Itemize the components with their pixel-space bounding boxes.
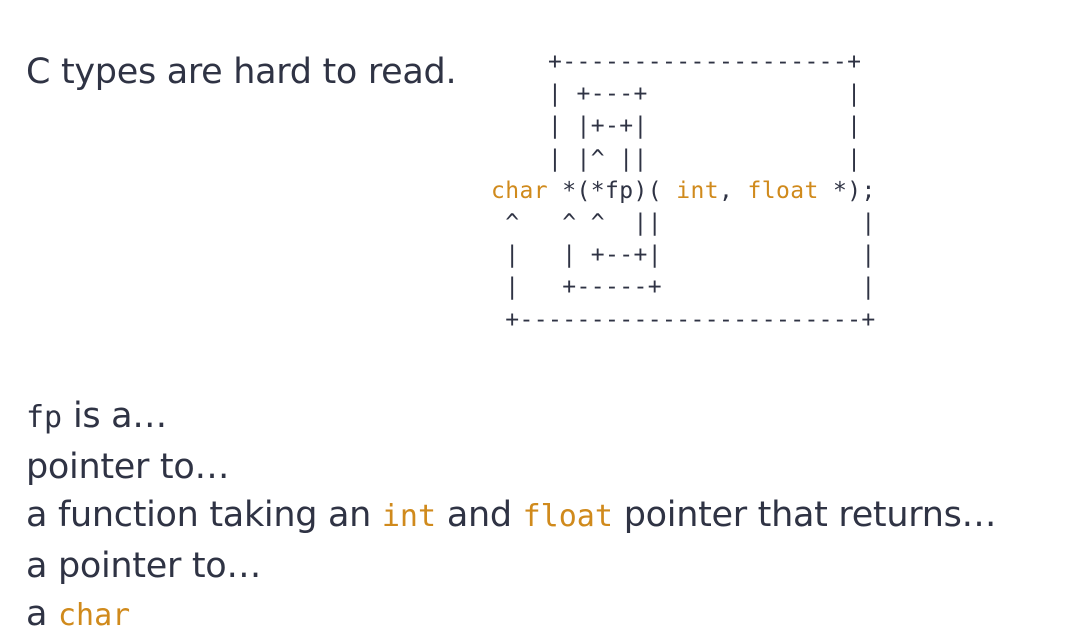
slide-heading: C types are hard to read.: [26, 52, 457, 92]
code-int: int: [381, 499, 437, 534]
explanation-text: pointer that returns…: [612, 495, 997, 535]
declaration-line: char *(*fp)( int, float *);: [491, 178, 876, 204]
diagram-line: | |+-+| |: [491, 113, 862, 140]
code-char: char: [57, 598, 131, 633]
type-float: float: [747, 177, 819, 204]
type-char: char: [491, 177, 548, 204]
explanation-line-3: a function taking an int and float point…: [26, 491, 997, 542]
code-float: float: [522, 499, 613, 534]
code-fp: fp: [26, 400, 63, 435]
explanation-line-4: a pointer to…: [26, 542, 996, 591]
diagram-line: +------------------------+: [491, 306, 876, 333]
declaration-end: *);: [818, 177, 876, 204]
diagram-line: ^ ^ ^ || |: [491, 210, 876, 237]
explanation-text: a: [26, 594, 58, 634]
explanation-line-1: fp is a…: [26, 392, 996, 443]
diagram-line: | | +--+| |: [491, 242, 876, 269]
explanation-text: is a…: [62, 396, 167, 436]
explanation-line-2: pointer to…: [26, 443, 996, 492]
explanation-text: a pointer to…: [26, 545, 262, 586]
declaration-diagram: +--------------------+ | +---+ | | |+-+|…: [491, 46, 876, 336]
type-explanation: fp is a… pointer to… a function taking a…: [26, 392, 997, 641]
declaration-mid: *(*fp)(: [548, 177, 677, 204]
explanation-text: pointer to…: [26, 446, 230, 487]
diagram-line: | +---+ |: [491, 81, 862, 108]
declaration-comma: ,: [718, 177, 748, 204]
type-int: int: [676, 177, 719, 204]
explanation-line-5: a char: [26, 590, 996, 641]
diagram-line: | +-----+ |: [491, 274, 876, 301]
explanation-text: a function taking an: [26, 495, 382, 535]
explanation-text: and: [436, 495, 523, 535]
diagram-line: +--------------------+: [491, 49, 862, 75]
diagram-line: | |^ || |: [491, 145, 862, 172]
